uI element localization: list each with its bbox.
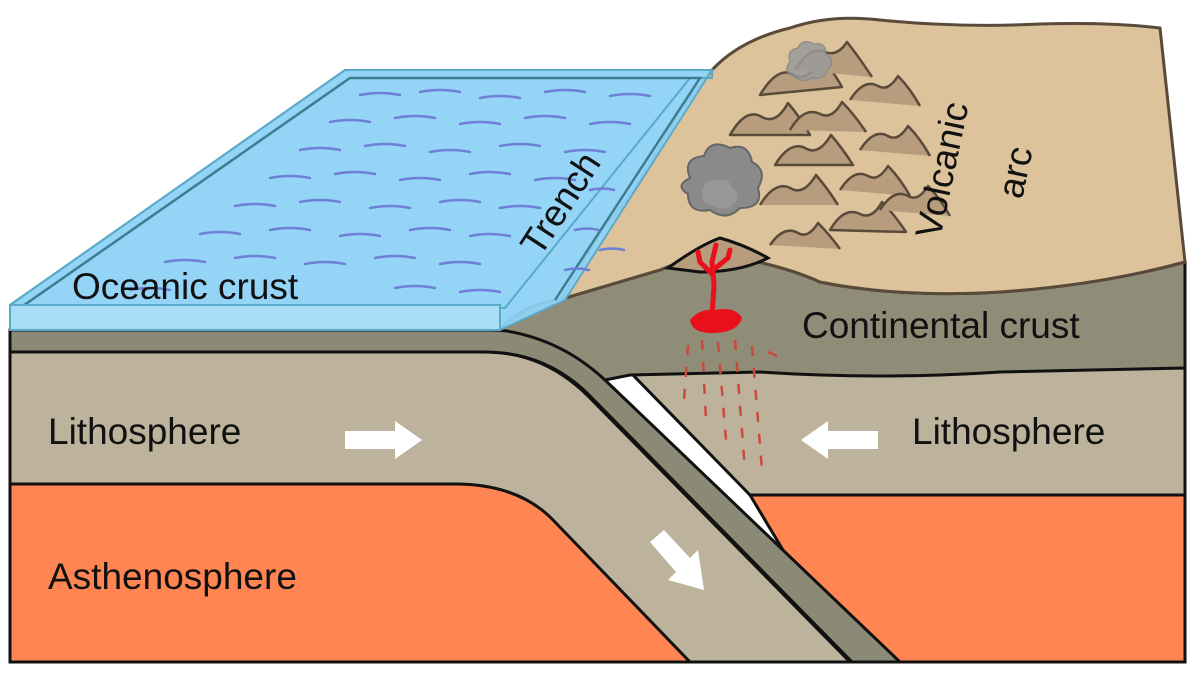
ocean-waves	[128, 88, 652, 294]
small-ash-cloud-icon	[786, 41, 833, 82]
ash-cloud-icon	[680, 143, 763, 217]
label-oceanic-crust: Oceanic crust	[72, 266, 299, 307]
label-asthenosphere: Asthenosphere	[48, 556, 297, 597]
arrow-icon	[345, 421, 878, 590]
arrow-down-slab-icon	[650, 530, 704, 590]
arrow-right-icon	[345, 421, 422, 459]
magma-chamber	[690, 309, 742, 334]
label-lithosphere-left: Lithosphere	[48, 411, 241, 452]
ocean-inner-edge	[19, 76, 703, 310]
rising-melt-dashes	[682, 339, 783, 471]
label-lithosphere-right: Lithosphere	[912, 411, 1105, 452]
volcano-cone	[664, 236, 772, 274]
arrow-left-icon	[801, 421, 878, 459]
label-continental-crust: Continental crust	[802, 305, 1080, 346]
ocean-front-face	[9, 304, 501, 331]
magma-conduit	[695, 242, 733, 321]
